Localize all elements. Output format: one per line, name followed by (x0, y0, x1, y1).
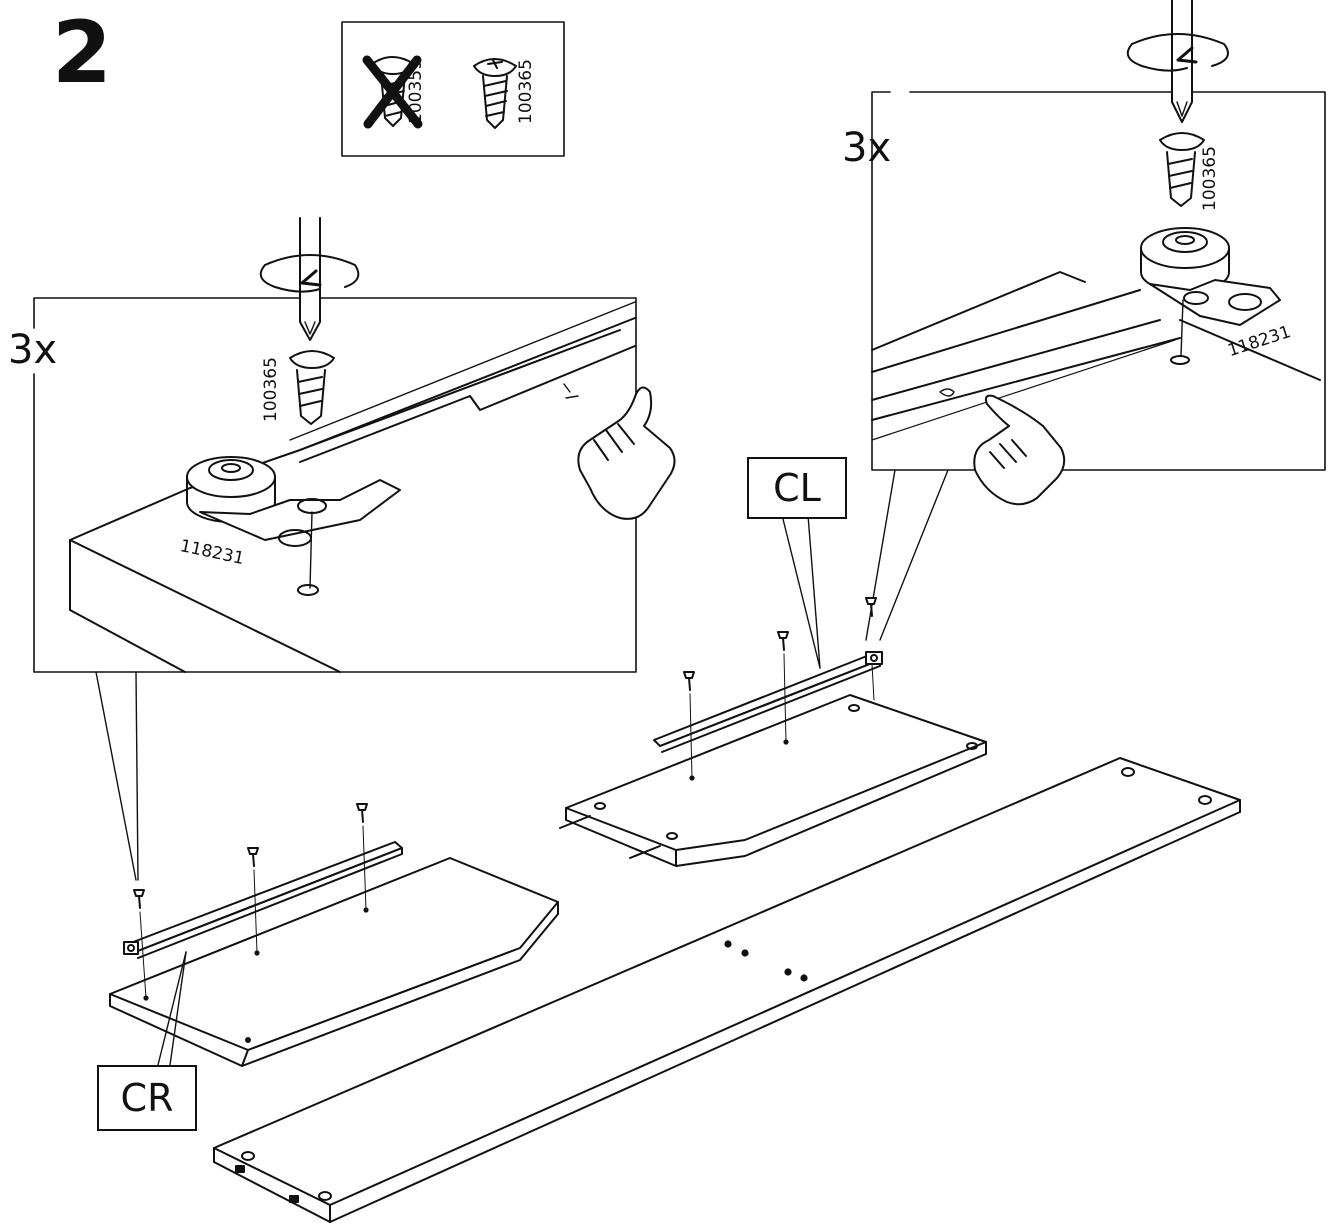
rail-screws-cr (133, 803, 369, 1001)
legend-code-not-used: 100359 (406, 59, 426, 124)
detail-right-panel (871, 271, 1321, 441)
drawer-rail-cr (123, 841, 403, 959)
hand-pointing-left-icon (563, 383, 676, 520)
cr-label-leader (169, 951, 187, 1066)
side-panel-cr (109, 857, 559, 1067)
screwdriver-right (1126, 0, 1229, 123)
hand-pointing-right-icon (939, 388, 1066, 506)
rail-screws-cl (683, 597, 877, 781)
screw-100359-icon (362, 55, 423, 129)
detail-right-screw-code: 100365 (1200, 146, 1220, 211)
screw-100365-left-icon (289, 350, 335, 425)
roller-fitting-right (1140, 227, 1281, 365)
cl-label-leader-2 (807, 514, 821, 669)
rail-label-cr: CR (97, 1065, 197, 1131)
side-panel-cl (559, 694, 987, 867)
cl-label-leader (781, 514, 821, 669)
drawer-rail-cl (653, 651, 883, 753)
screw-100365-right-icon (1159, 132, 1205, 207)
detail-left-quantity: 3x (8, 327, 58, 373)
screwdriver-left (259, 217, 360, 341)
detail-left-frame (33, 297, 637, 881)
step-number: 2 (52, 3, 112, 103)
screw-legend-box (341, 21, 565, 157)
rail-label-cl: CL (747, 457, 847, 519)
screw-100365-icon (473, 58, 517, 129)
legend-code-used: 100365 (516, 59, 536, 124)
detail-right-quantity: 3x (842, 125, 892, 171)
roller-fitting-left (186, 456, 401, 596)
base-board (213, 757, 1241, 1223)
detail-left-screw-code: 100365 (261, 357, 281, 422)
detail-left-panel (69, 301, 636, 673)
cr-label-leader-2 (157, 951, 187, 1066)
